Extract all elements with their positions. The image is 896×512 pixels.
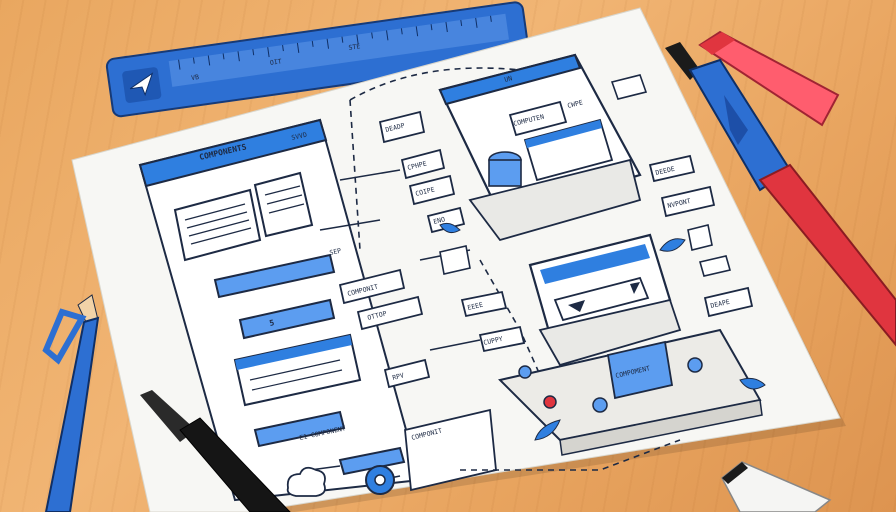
ruler-mark-1: VB xyxy=(191,73,200,82)
blue-pencil xyxy=(42,294,100,512)
device-label-un: UN xyxy=(504,74,514,84)
blue-red-pen xyxy=(665,42,896,347)
top-device: UN COMPUTEN CWPE xyxy=(438,53,642,242)
ruler-mark-3: STE xyxy=(348,42,361,52)
base-platform: COMPOMENT xyxy=(498,328,763,456)
white-marker-cap xyxy=(721,461,832,512)
ruler-mark-2: OIT xyxy=(269,57,282,67)
left-ui-panel: COMPONENTS SVVD 5 E1 COMPONENT SEP xyxy=(138,118,422,502)
middle-device xyxy=(528,233,682,367)
flow-label-rpv: RPV xyxy=(392,371,405,382)
paper-plane-icon xyxy=(122,67,162,103)
small-blocks xyxy=(439,74,732,277)
blue-ruler: VB OIT STE xyxy=(100,0,540,120)
red-highlighter xyxy=(698,30,840,127)
right-label-eeee: EEEE xyxy=(467,301,484,312)
left-panel-tag: SVVD xyxy=(291,131,308,142)
leaf-decorations xyxy=(439,222,766,441)
cloud-icon xyxy=(286,466,326,497)
left-label-sep: SEP xyxy=(329,247,342,257)
gear-icon xyxy=(365,465,395,495)
black-marker xyxy=(140,390,291,512)
device-label-cwpe: CWPE xyxy=(567,98,584,110)
left-label-five: 5 xyxy=(269,318,276,328)
right-label-boxes xyxy=(460,154,754,353)
flow-label-eno: ENO xyxy=(433,215,446,226)
